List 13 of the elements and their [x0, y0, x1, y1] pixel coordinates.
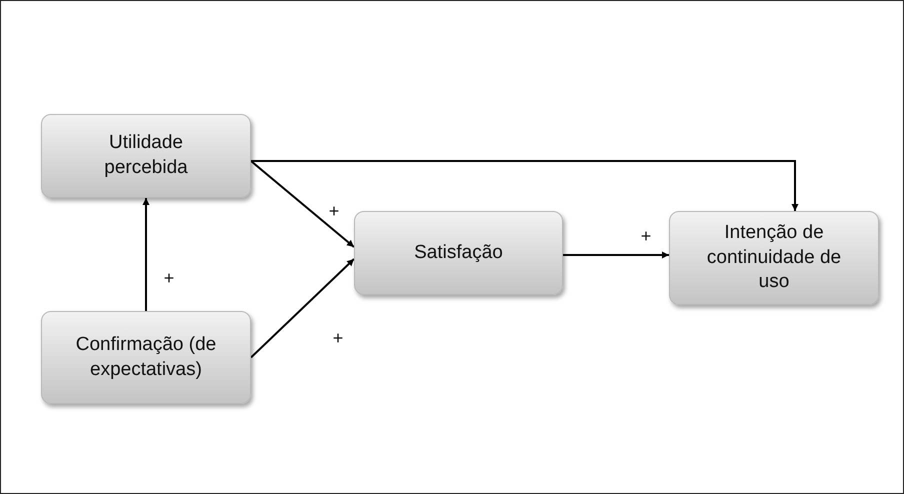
arrow — [142, 198, 150, 311]
box-label: Intenção de continuidade de uso — [706, 220, 842, 294]
arrow — [250, 258, 355, 358]
process-box — [41, 311, 251, 404]
process-box — [354, 211, 563, 295]
process-box — [41, 114, 251, 198]
arrow — [251, 160, 798, 211]
box-label: Confirmação (de expectativas) — [74, 332, 218, 382]
arrow — [563, 252, 669, 258]
process-box — [669, 211, 879, 305]
box-label: Satisfação — [414, 240, 503, 265]
arrow — [250, 160, 355, 248]
box-label: Utilidade percebida — [103, 131, 189, 180]
